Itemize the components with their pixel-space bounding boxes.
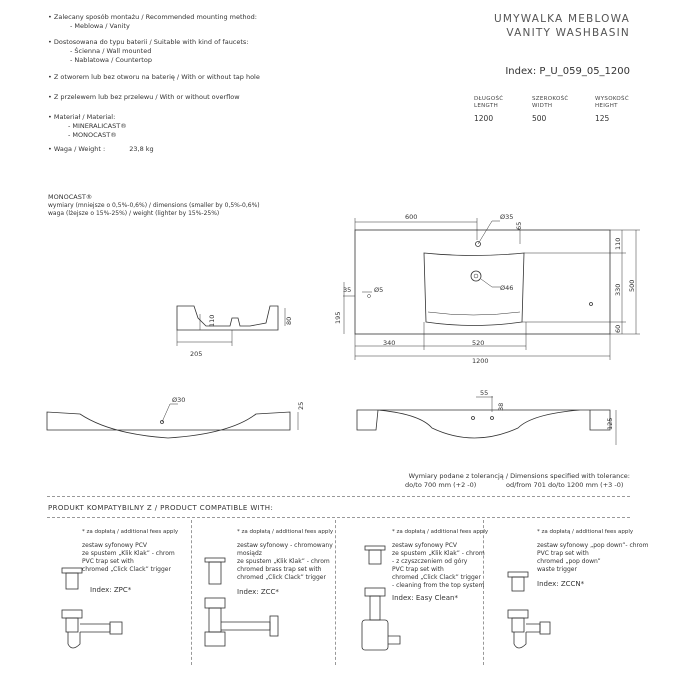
dim-600: 600 [405, 213, 417, 221]
dim-520: 520 [472, 339, 484, 347]
spec-mounting-item: - Meblowa / Vanity [70, 22, 130, 30]
product-index-zpc: Index: ZPC* [90, 586, 132, 594]
product-index-zccn: Index: ZCCN* [537, 580, 585, 588]
product-zcc: * za dopłatą / additional fees apply zes… [237, 529, 334, 596]
trap-drawings [61, 545, 551, 651]
dim-340: 340 [383, 339, 395, 347]
dim-d5: Ø5 [374, 286, 383, 294]
dim-330: 330 [614, 284, 622, 296]
compatible-title: PRODUKT KOMPATYBILNY Z / PRODUCT COMPATI… [48, 504, 274, 512]
dim-205: 205 [190, 350, 202, 358]
product-title: UMYWALKA MEBLOWA VANITY WASHBASIN [494, 12, 630, 40]
dim-b55: 55 [480, 389, 488, 397]
spec-faucets-item: - Ścienna / Wall mounted [70, 47, 152, 55]
bowl-outline [423, 252, 525, 326]
dim-500: 500 [628, 280, 636, 292]
trap-easy-clean-drawing [361, 545, 401, 651]
divider [47, 517, 630, 518]
spec-taphole: • Z otworem lub bez otworu na baterię / … [48, 73, 260, 81]
technical-drawing: 600 Ø35 65 110 330 500 60 Ø46 35 Ø5 195 … [46, 213, 640, 445]
front-section [356, 409, 611, 439]
dim-length: DŁUGOŚĆ LENGTH 1200 [474, 96, 504, 123]
side-section [176, 305, 279, 331]
dim-width: SZEROKOŚĆ WIDTH 500 [532, 96, 569, 123]
spec-material-item: - MINERALICAST® [68, 122, 127, 130]
dim-b38: 38 [497, 403, 505, 411]
spec-overflow: • Z przelewem lub bez przelewu / With or… [48, 93, 240, 101]
title-pl: UMYWALKA MEBLOWA [493, 13, 630, 25]
spec-list: • Zalecany sposób montażu / Recommended … [48, 13, 298, 154]
dim-195: 195 [334, 312, 342, 324]
product-index: Index: P_U_059_05_1200 [505, 66, 630, 77]
spec-faucets: • Dostosowana do typu baterii / Suitable… [48, 38, 249, 46]
dim-f25: 25 [297, 402, 305, 410]
dim-b125: 125 [606, 418, 614, 430]
product-easy-clean: * za dopłatą / additional fees apply zes… [392, 529, 489, 602]
divider [191, 520, 192, 665]
tolerance-col2: od/from 701 do/to 1200 mm (+3 -0) [506, 481, 624, 489]
spec-material-item: - MONOCAST® [68, 131, 117, 139]
product-index-zcc: Index: ZCC* [237, 588, 279, 596]
trap-zcc-drawing [204, 557, 279, 647]
tolerance-note: Wymiary podane z tolerancją / Dimensions… [408, 472, 630, 480]
dim-65: 65 [515, 222, 523, 230]
spec-material: • Materiał / Material: [48, 113, 116, 121]
monocast-note: MONOCAST® wymiary (mniejsze o 0,5%-0,6%)… [48, 193, 260, 217]
front-view [46, 411, 291, 439]
title-en: VANITY WASHBASIN [506, 27, 630, 39]
dim-height: WYSOKOŚĆ HEIGHT 125 [595, 96, 629, 123]
dim-d46: Ø46 [500, 284, 513, 292]
basin-top-outline [354, 229, 611, 335]
spec-faucets-item: - Nablatowa / Countertop [70, 56, 152, 64]
divider [335, 520, 336, 665]
dim-1200: 1200 [472, 357, 489, 365]
tolerance-col1: do/to 700 mm (+2 -0) [405, 481, 477, 489]
trap-zpc-drawing [61, 567, 123, 649]
product-index-easy-clean: Index: Easy Clean* [392, 594, 458, 602]
spec-mounting: • Zalecany sposób montażu / Recommended … [48, 13, 257, 21]
spec-weight: • Waga / Weight :23,8 kg [48, 145, 154, 153]
divider [47, 496, 630, 497]
divider [483, 520, 484, 665]
dim-60: 60 [614, 325, 622, 333]
tap-hole [475, 241, 481, 247]
dim-110: 110 [614, 238, 622, 250]
dim-s80: 80 [285, 317, 293, 325]
dim-35: 35 [343, 286, 351, 294]
dim-s110: 110 [208, 315, 216, 327]
drain [470, 270, 482, 282]
product-zpc: * za dopłatą / additional fees apply zes… [82, 529, 179, 594]
dim-d35: Ø35 [500, 213, 513, 221]
dim-f30: Ø30 [172, 396, 185, 404]
product-zccn: * za dopłatą / additional fees apply zes… [537, 529, 649, 588]
trap-zccn-drawing [507, 571, 551, 649]
